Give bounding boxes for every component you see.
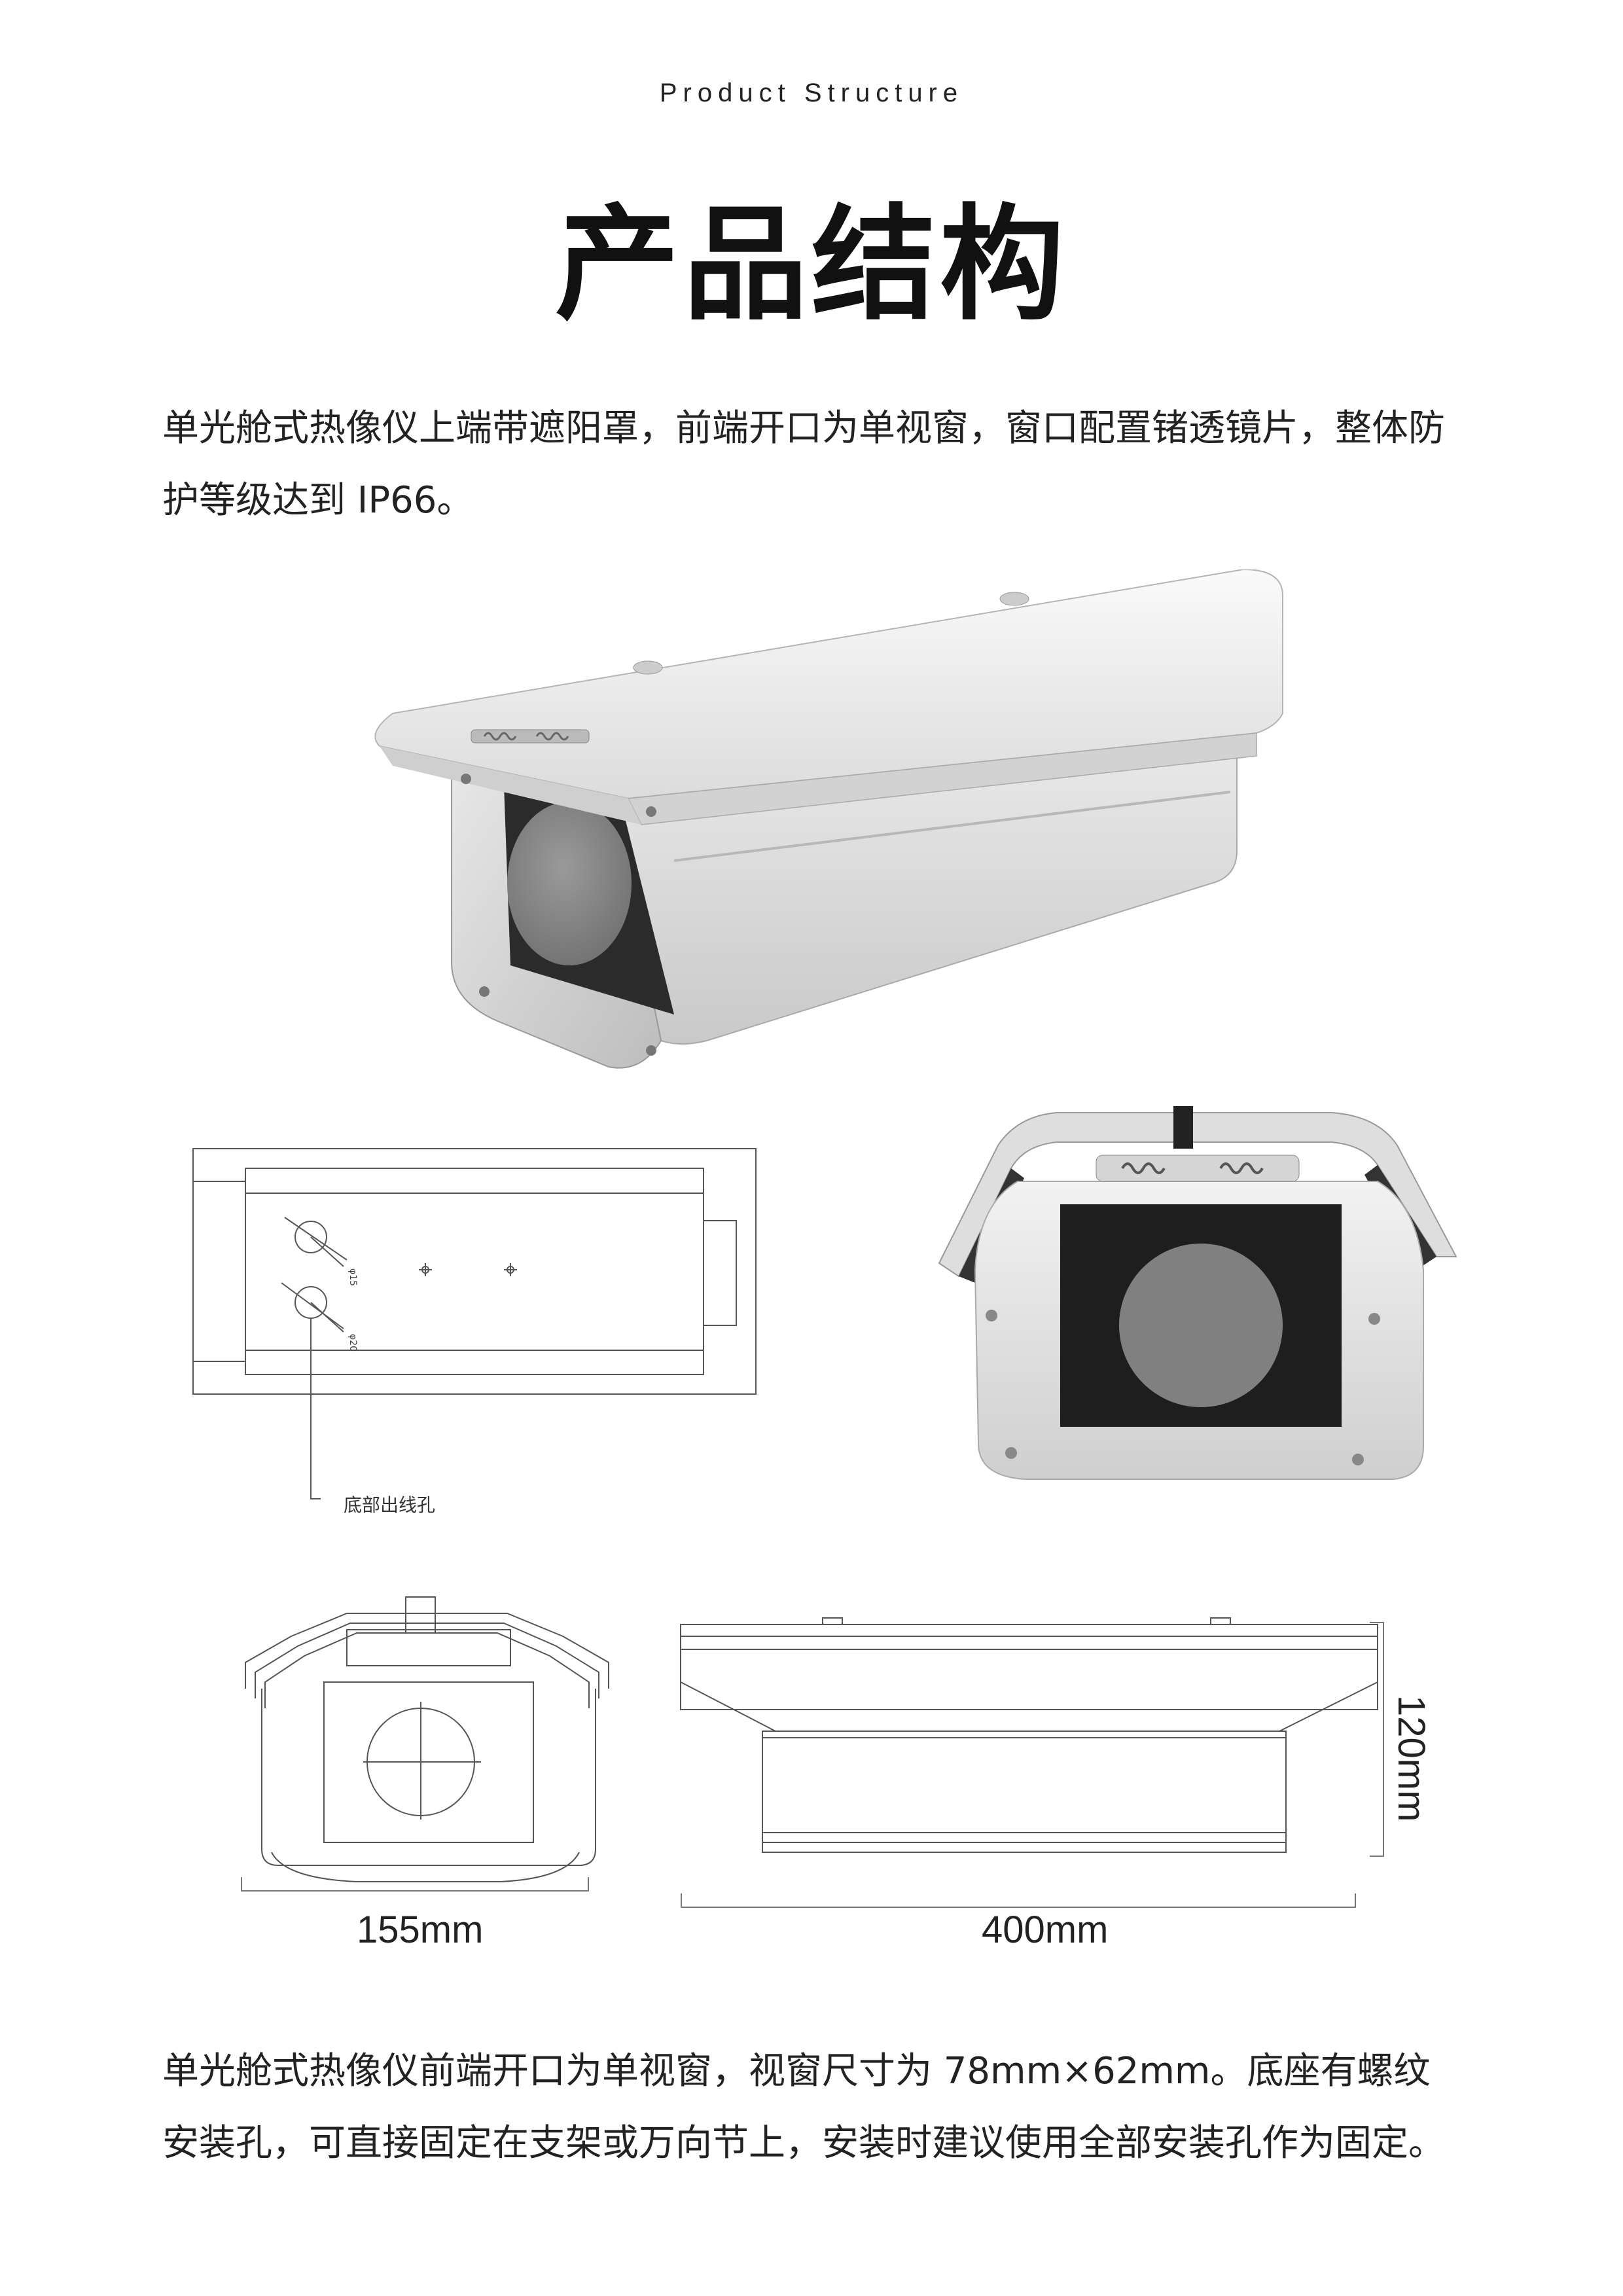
height-dimension-label: 120mm	[1390, 1695, 1433, 1822]
camera-front-render	[938, 1106, 1457, 1480]
side-view-drawing	[680, 1617, 1378, 1853]
width-dimension-tick-right	[588, 1877, 589, 1892]
length-dimension-label: 400mm	[982, 1909, 1109, 1951]
bottom-view-drawing: φ15 φ20	[192, 1148, 757, 1499]
height-dimension-line	[1383, 1622, 1384, 1856]
width-dimension-line	[241, 1890, 589, 1892]
length-dimension-tick-right	[1355, 1893, 1356, 1908]
page-title: 产品结构	[554, 192, 1068, 337]
height-dimension-tick-bottom	[1370, 1856, 1384, 1857]
hole-label-1: φ15	[348, 1268, 358, 1286]
height-dimension-tick-top	[1370, 1622, 1384, 1623]
width-dimension-tick-left	[241, 1877, 242, 1892]
section-subtitle: Product Structure	[659, 79, 964, 107]
width-dimension-label: 155mm	[357, 1909, 484, 1951]
hole-label-2: φ20	[348, 1334, 358, 1352]
length-dimension-tick-left	[681, 1893, 682, 1908]
camera-housing-render	[374, 569, 1283, 1069]
intro-paragraph: 单光舱式热像仪上端带遮阳罩，前端开口为单视窗，窗口配置锗透镜片，整体防护等级达到…	[162, 407, 1445, 522]
footer-paragraph: 单光舱式热像仪前端开口为单视窗，视窗尺寸为 78mm×62mm。底座有螺纹安装孔…	[162, 2050, 1445, 2164]
bottom-cable-hole-label: 底部出线孔	[344, 1494, 436, 1516]
length-dimension-line	[681, 1907, 1356, 1908]
front-view-drawing	[245, 1596, 609, 1882]
